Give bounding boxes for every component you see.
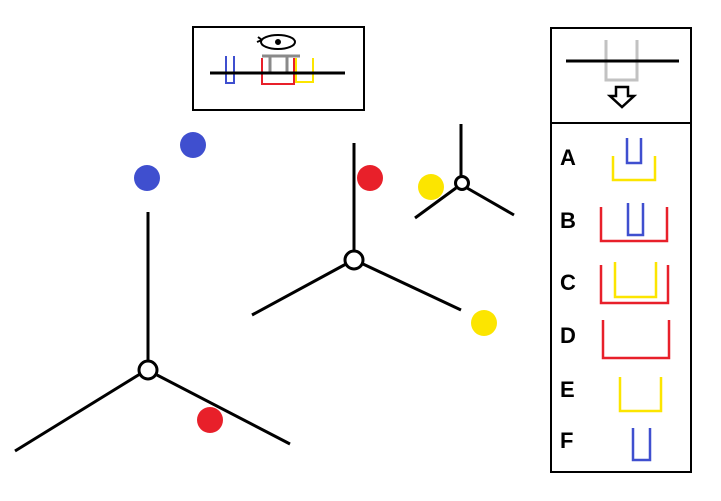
yellow-cup: [611, 156, 657, 182]
red-cup: [599, 265, 670, 305]
tripod-middle: [251, 143, 462, 317]
red-ball: [197, 407, 223, 433]
reference-box: [192, 26, 365, 111]
option-d[interactable]: D: [560, 320, 671, 360]
option-label: C: [560, 270, 576, 295]
red-ball: [357, 165, 383, 191]
option-e[interactable]: E: [560, 377, 663, 413]
yellow-cup: [613, 262, 658, 299]
option-c[interactable]: C: [560, 262, 670, 305]
option-label: B: [560, 208, 576, 233]
blue-ball: [134, 165, 160, 191]
blue-cup: [631, 428, 652, 462]
option-a[interactable]: A: [560, 138, 657, 182]
option-b[interactable]: B: [560, 203, 669, 243]
tripod-left: [14, 212, 291, 453]
yellow-ball: [471, 310, 497, 336]
ref-gray-cup: [262, 54, 300, 72]
yellow-cup: [618, 377, 663, 413]
option-label: E: [560, 377, 575, 402]
tripod-small: [414, 124, 515, 220]
option-f[interactable]: F: [560, 428, 652, 462]
yellow-ball: [418, 174, 444, 200]
option-label: A: [560, 145, 576, 170]
down-arrow-icon: [606, 85, 638, 109]
red-cup: [601, 320, 671, 360]
option-label: D: [560, 323, 576, 348]
ref-yellow-cup: [295, 58, 314, 83]
ref-blue-cup: [225, 56, 235, 84]
red-cup: [599, 207, 669, 243]
answer-options: A B C D E F: [560, 138, 671, 462]
blue-ball: [180, 132, 206, 158]
ref-red-cup: [261, 58, 295, 85]
blue-cup: [626, 203, 645, 237]
rotate-eye-icon: [256, 34, 296, 50]
option-label: F: [560, 428, 573, 453]
blue-cup: [625, 138, 643, 165]
